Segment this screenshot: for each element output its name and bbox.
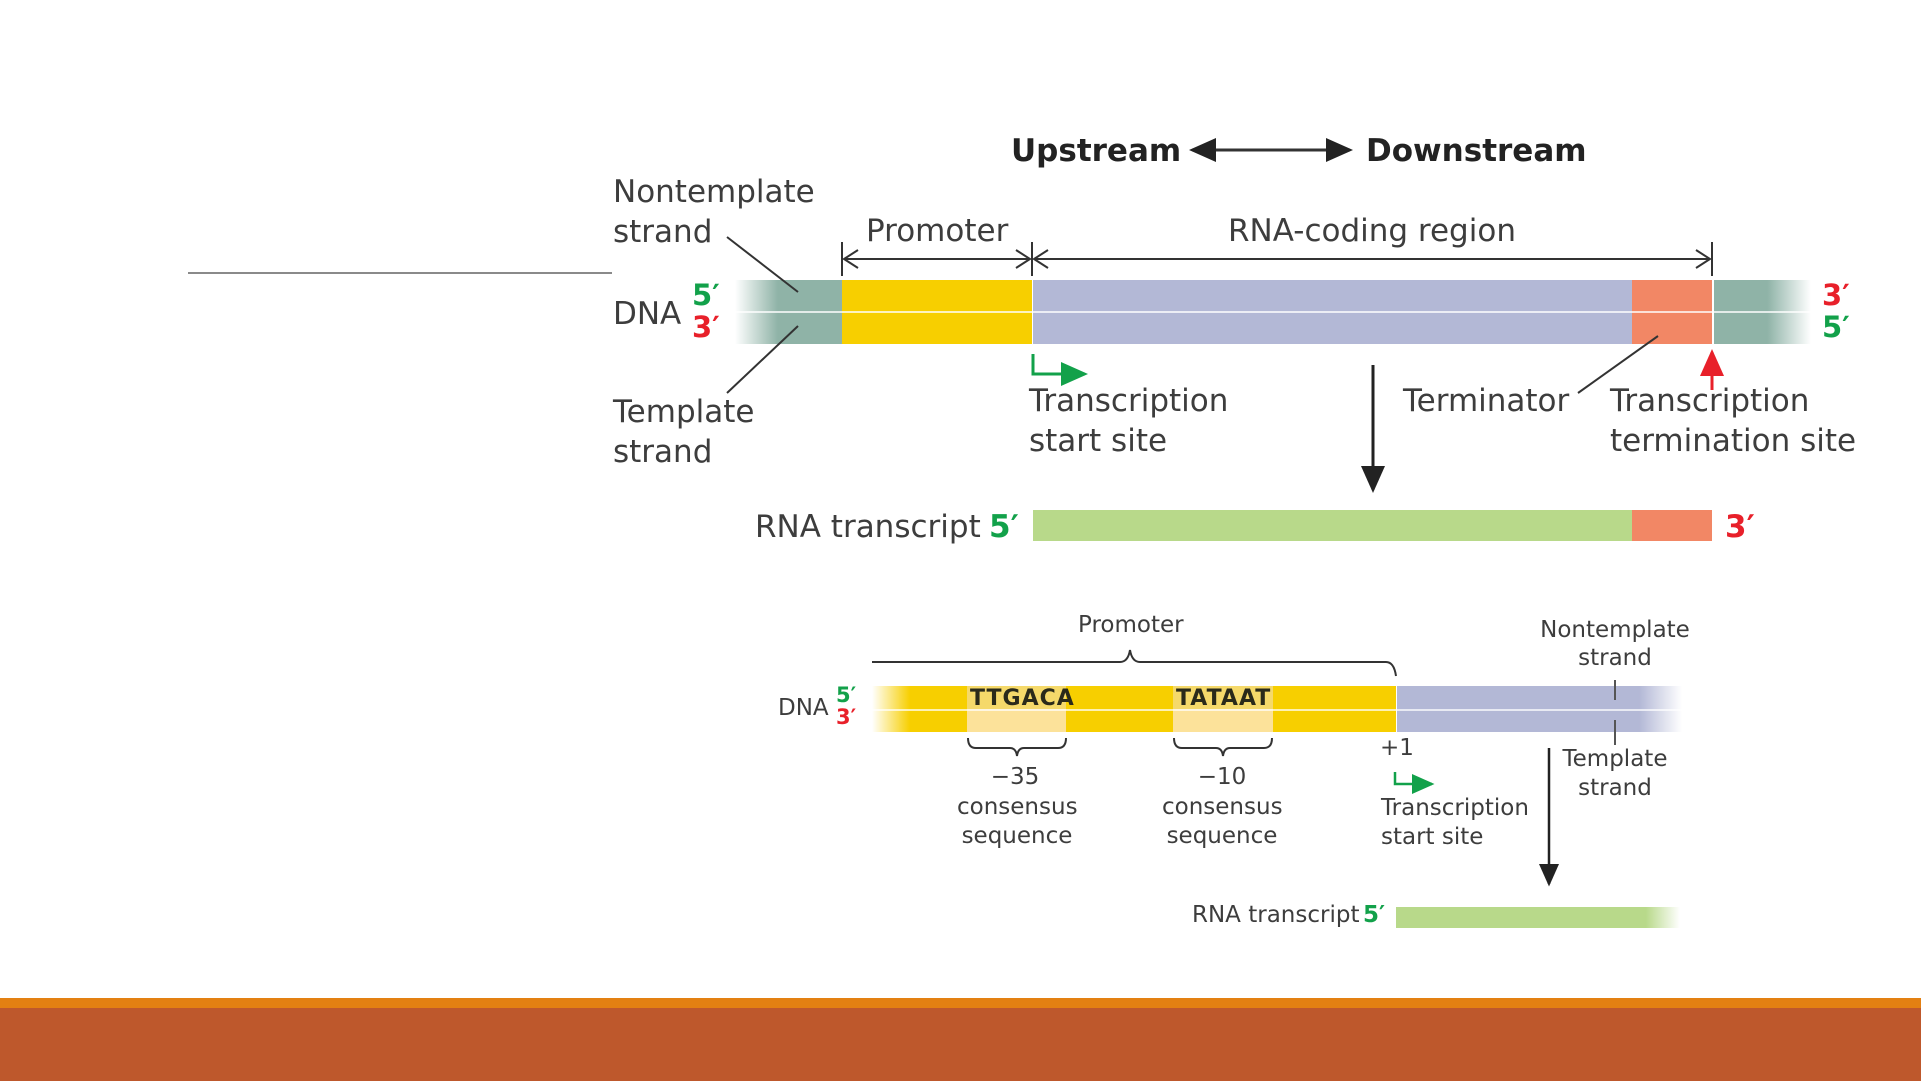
termination-site-label-line1: Transcription <box>1610 383 1810 419</box>
three-prime-detail: 3′ <box>836 705 857 729</box>
promoter-detail-label: Promoter <box>1078 612 1184 638</box>
detail-template-line1: Template <box>1562 746 1668 772</box>
rna-terminator-bar <box>1632 510 1712 541</box>
detail-start-site-arrow-icon <box>1393 772 1435 794</box>
detail-strand-divider <box>872 709 1682 711</box>
plus-one-label: +1 <box>1380 735 1414 761</box>
three-prime-label: 3′ <box>692 310 720 344</box>
minus35-line3: sequence <box>961 823 1073 849</box>
minus10-line3: sequence <box>1166 823 1278 849</box>
terminator-label: Terminator <box>1403 383 1570 419</box>
detail-start-site-line1: Transcription <box>1381 795 1529 821</box>
rna-three-prime: 3′ <box>1725 509 1755 545</box>
minus10-box-top <box>1173 686 1273 709</box>
minus10-sequence: TATAAT <box>1176 686 1272 711</box>
detail-rna-bar <box>1396 907 1680 928</box>
detail-rna-five-prime: 5′ <box>1363 902 1386 928</box>
promoter-dimension-arrow <box>841 242 1033 276</box>
dna-detail-label: DNA <box>778 695 829 721</box>
detail-rna-label: RNA transcript <box>1192 902 1360 928</box>
five-prime-label: 5′ <box>692 278 720 312</box>
coding-region-label: RNA-coding region <box>1228 213 1516 249</box>
minus35-sequence: TTGACA <box>970 686 1075 711</box>
template-leader-line <box>726 325 799 394</box>
footer-accent-stripe <box>0 998 1921 1008</box>
minus10-line2: consensus <box>1162 794 1283 820</box>
nontemplate-leader-line <box>726 236 799 293</box>
detail-nontemplate-line2: strand <box>1578 645 1652 671</box>
minus35-number: −35 <box>990 764 1040 790</box>
rna-five-prime: 5′ <box>989 509 1019 545</box>
detail-nontemplate-line1: Nontemplate <box>1540 617 1690 643</box>
nontemplate-label-line1: Nontemplate <box>613 174 815 210</box>
minus35-box-top <box>967 686 1066 709</box>
minus10-brace <box>1173 737 1273 757</box>
detail-template-line2: strand <box>1578 775 1652 801</box>
minus35-brace <box>967 737 1067 757</box>
rna-transcript-label: RNA transcript <box>755 509 981 545</box>
upstream-label: Upstream <box>1011 133 1182 169</box>
rna-coding-bar <box>1033 510 1632 541</box>
start-site-label-line1: Transcription <box>1029 383 1229 419</box>
downstream-label: Downstream <box>1366 133 1587 169</box>
template-label-line2: strand <box>613 434 713 470</box>
five-prime-label-right: 5′ <box>1822 310 1850 344</box>
terminator-leader-line <box>1577 335 1659 394</box>
minus35-line2: consensus <box>957 794 1078 820</box>
promoter-brace <box>872 649 1397 677</box>
nontemplate-label-line2: strand <box>613 214 713 250</box>
title-underline <box>188 272 612 274</box>
start-site-label-line2: start site <box>1029 423 1168 459</box>
template-label-line1: Template <box>613 394 755 430</box>
three-prime-label-right: 3′ <box>1822 278 1850 312</box>
termination-site-label-line2: termination site <box>1610 423 1857 459</box>
start-site-arrow-icon <box>1031 354 1088 386</box>
minus10-number: −10 <box>1197 764 1247 790</box>
coding-dimension-arrow <box>1032 242 1713 276</box>
dna-label: DNA <box>613 296 682 332</box>
footer-bar <box>0 1008 1921 1081</box>
strand-divider <box>735 311 1811 313</box>
detail-start-site-line2: start site <box>1381 824 1484 850</box>
five-prime-detail: 5′ <box>836 683 857 707</box>
promoter-label: Promoter <box>866 213 1009 249</box>
